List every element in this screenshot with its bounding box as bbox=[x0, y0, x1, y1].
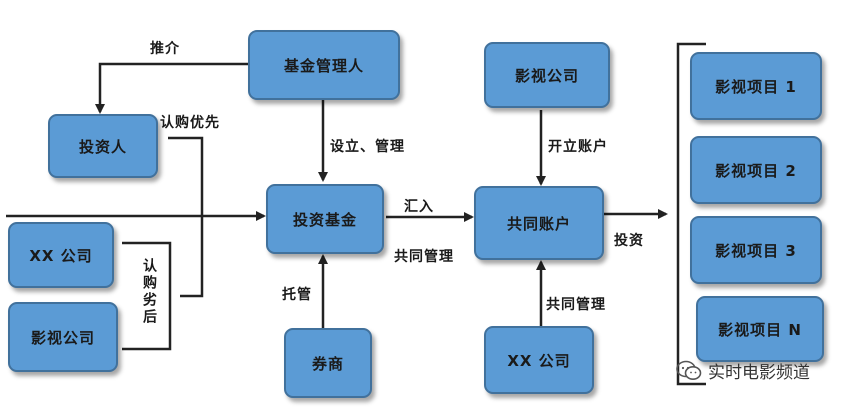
edge-label-setup-manage: 设立、管理 bbox=[330, 139, 405, 155]
edge-label-joint-manage-xx: 共同管理 bbox=[546, 297, 606, 313]
film-project-n-label: 影视项目 N bbox=[718, 320, 802, 339]
film-company-top-label: 影视公司 bbox=[514, 66, 579, 85]
film-project-1-box: 影视项目 1 bbox=[690, 52, 822, 120]
broker-box: 券商 bbox=[284, 328, 372, 398]
film-project-3-label: 影视项目 3 bbox=[715, 241, 797, 260]
investor-box: 投资人 bbox=[48, 114, 158, 178]
film-project-n-box: 影视项目 N bbox=[696, 296, 824, 362]
joint-account-label: 共同账户 bbox=[506, 214, 571, 233]
fund-manager-label: 基金管理人 bbox=[283, 56, 364, 75]
broker-label: 券商 bbox=[311, 354, 344, 373]
edge-label-recommend: 推介 bbox=[150, 41, 180, 57]
fund-manager-box: 基金管理人 bbox=[248, 30, 400, 100]
arrow-recommend bbox=[95, 62, 248, 114]
edge-label-custody: 托管 bbox=[282, 287, 312, 303]
investment-fund-label: 投资基金 bbox=[292, 210, 357, 229]
film-project-2-box: 影视项目 2 bbox=[690, 136, 822, 204]
edge-label-joint-manage-fund: 共同管理 bbox=[394, 249, 454, 265]
joint-account-box: 共同账户 bbox=[474, 186, 604, 260]
wechat-icon bbox=[676, 360, 702, 380]
bracket-subscribe-inferior bbox=[122, 241, 172, 351]
edge-label-invest: 投资 bbox=[614, 233, 644, 249]
watermark: 实时电影频道 bbox=[676, 358, 810, 383]
edge-label-subscribe-inferior: 认购劣后 bbox=[139, 258, 159, 326]
edge-label-open-account: 开立账户 bbox=[548, 139, 608, 155]
investment-fund-box: 投资基金 bbox=[266, 184, 384, 254]
bracket-projects bbox=[676, 42, 706, 386]
film-project-3-box: 影视项目 3 bbox=[690, 216, 822, 284]
watermark-text: 实时电影频道 bbox=[708, 363, 810, 383]
edge-label-subscribe-priority: 认购优先 bbox=[160, 115, 220, 131]
xx-company-bottom-box: XX 公司 bbox=[484, 326, 594, 394]
film-project-2-label: 影视项目 2 bbox=[715, 161, 797, 180]
investor-label: 投资人 bbox=[78, 137, 127, 156]
xx-company-left-box: XX 公司 bbox=[8, 222, 114, 288]
film-company-left-box: 影视公司 bbox=[8, 302, 118, 372]
xx-company-bottom-label: XX 公司 bbox=[507, 351, 571, 370]
xx-company-left-label: XX 公司 bbox=[29, 246, 93, 265]
film-company-top-box: 影视公司 bbox=[484, 42, 610, 108]
film-company-left-label: 影视公司 bbox=[30, 328, 95, 347]
edge-label-remit: 汇入 bbox=[404, 199, 434, 215]
film-project-1-label: 影视项目 1 bbox=[715, 77, 797, 96]
